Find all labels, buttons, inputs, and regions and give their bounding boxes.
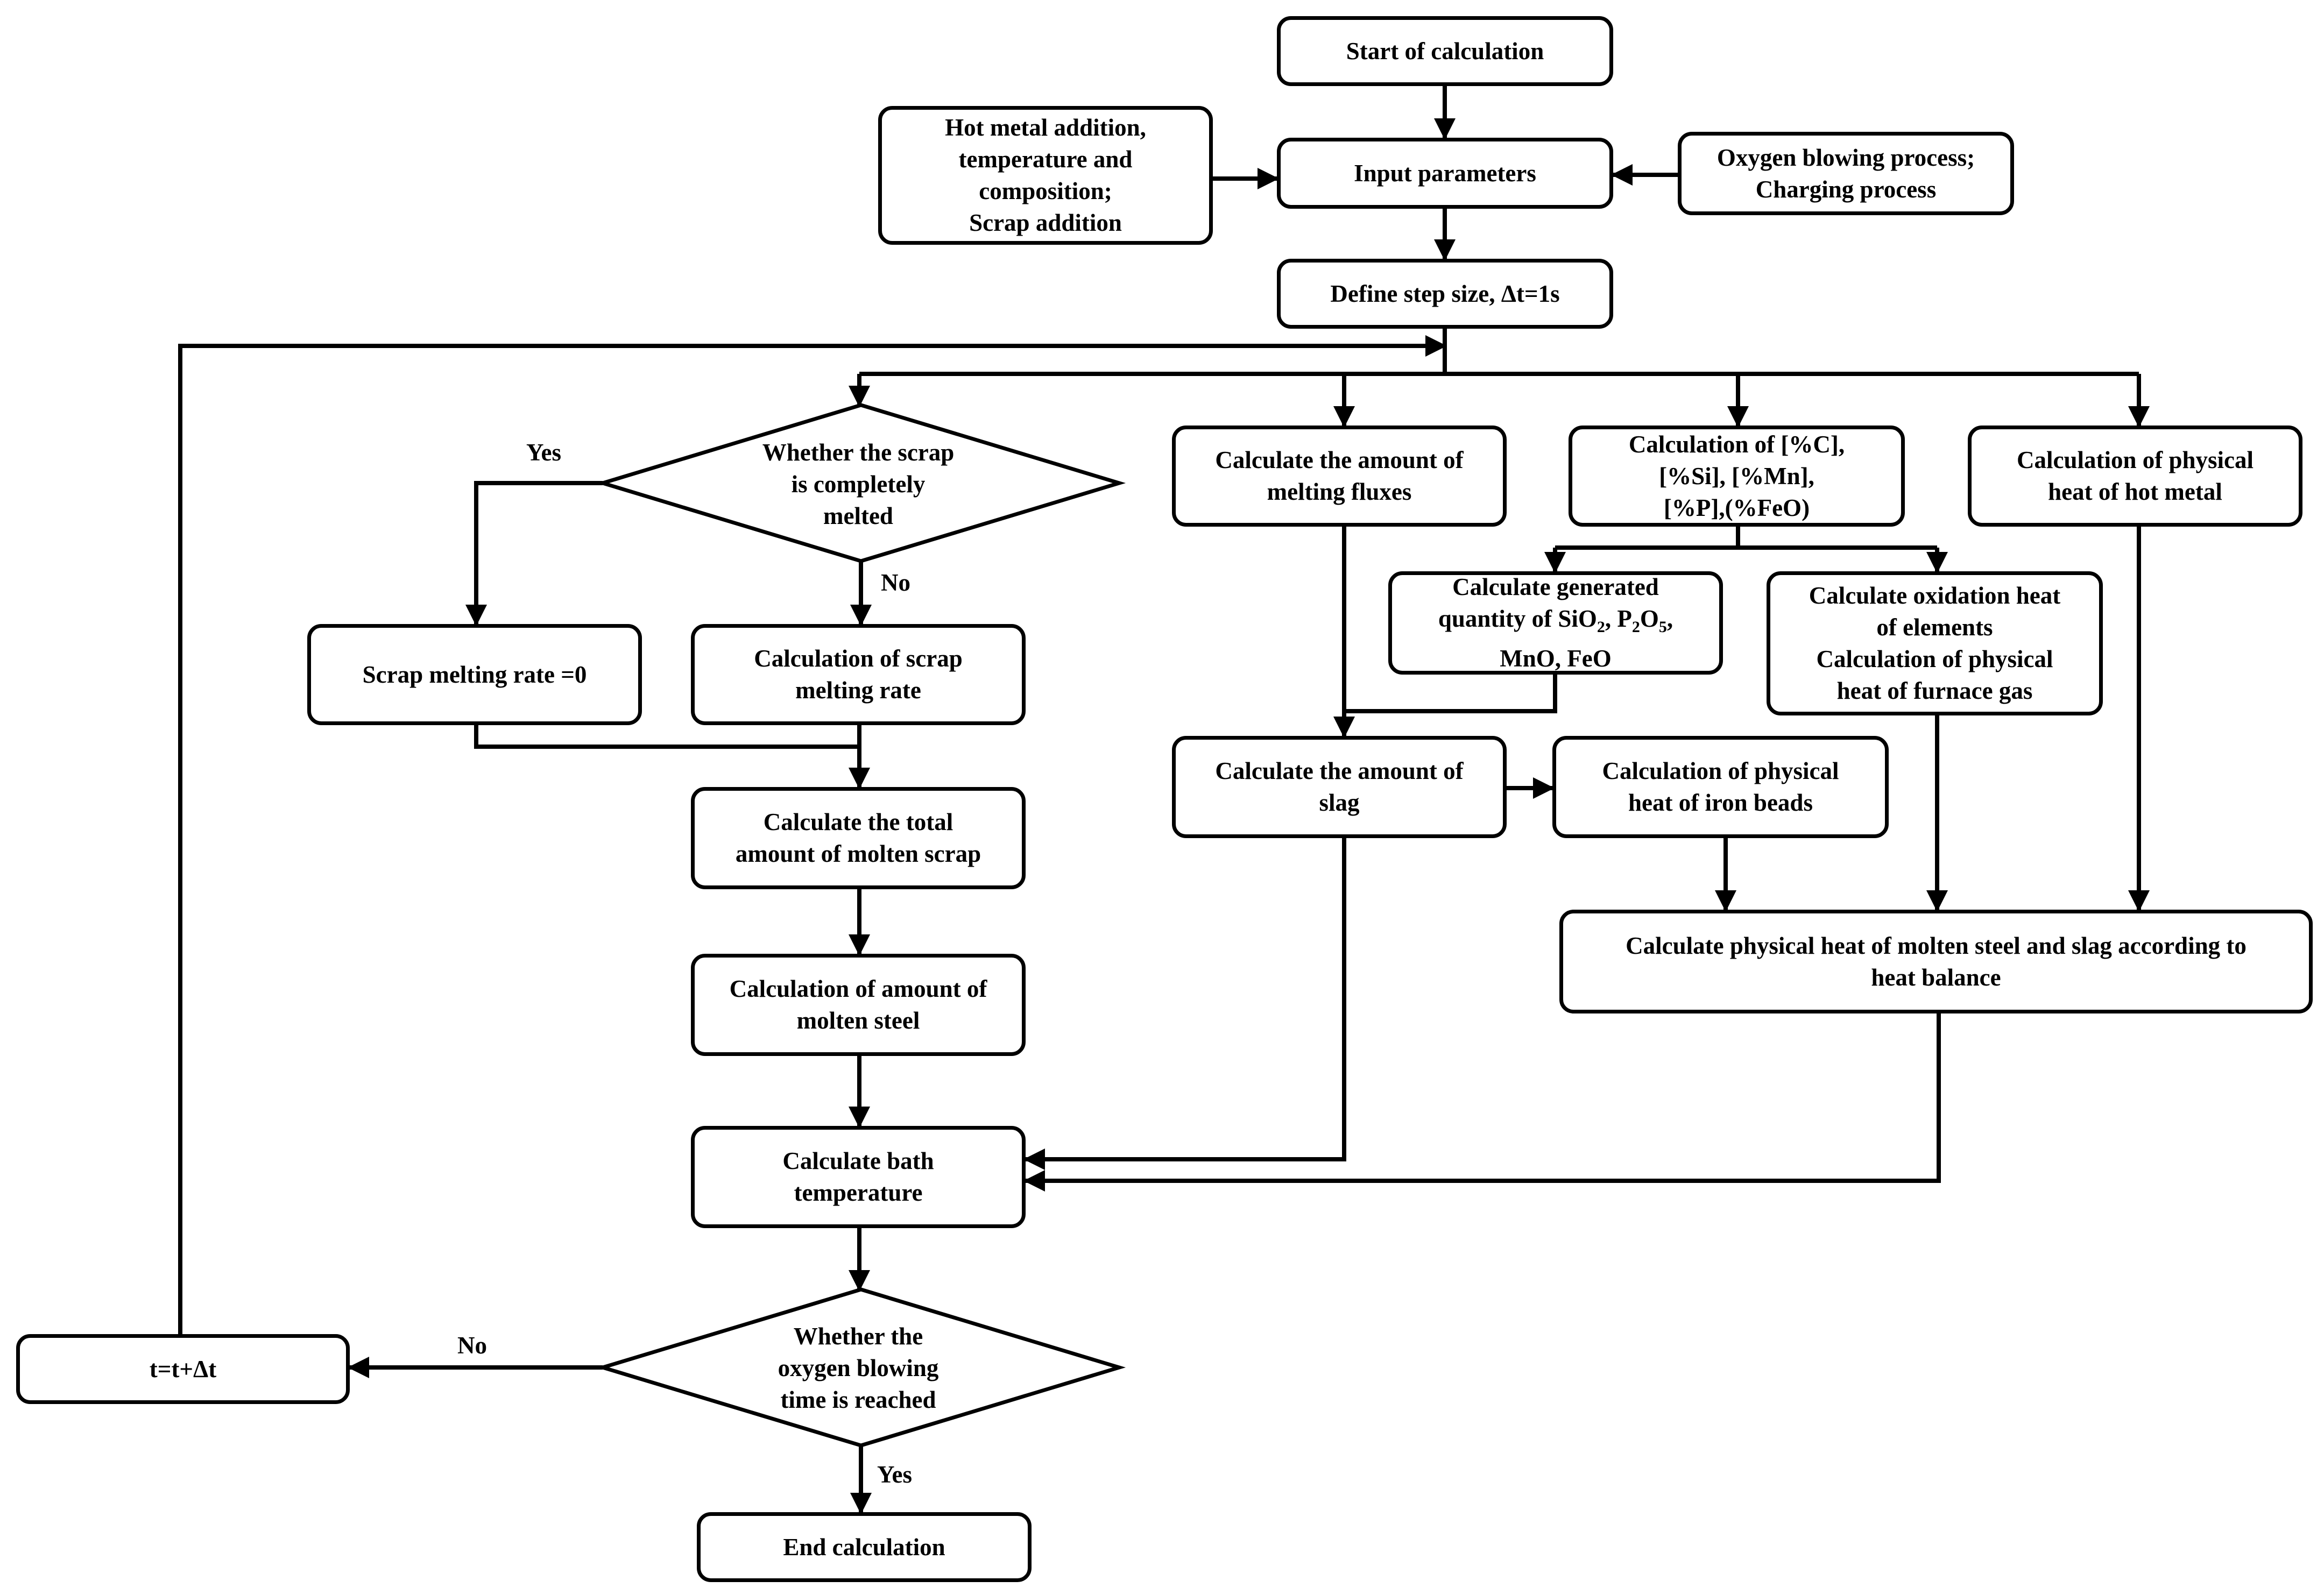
edge-increment-loop: [178, 335, 1447, 1334]
p2o5-subscript-o: 5: [1658, 618, 1667, 636]
generated-quantity-line-2: quantity of SiO2, P2O5,: [1438, 605, 1673, 636]
sio2-subscript: 2: [1597, 618, 1605, 636]
oxygen-blowing-box: Oxygen blowing process;Charging process: [1678, 132, 2014, 215]
generated-quantity-line-3: MnO, FeO: [1500, 645, 1612, 672]
p2o5-oxygen: O: [1640, 605, 1659, 632]
edge-generated-slag: [1344, 675, 1557, 713]
input-parameters-box: Input parameters: [1277, 138, 1613, 209]
start-box: Start of calculation: [1277, 16, 1613, 86]
edge-decision-yes: [465, 481, 603, 626]
edge-balance-bath: [1023, 1013, 1941, 1192]
scrap-no-label: No: [881, 569, 910, 596]
time-yes-label: Yes: [877, 1461, 912, 1488]
step-size-box: Define step size, Δt=1s: [1277, 259, 1613, 329]
time-increment-box: t=t+Δt: [16, 1334, 350, 1404]
edge-zero-merge: [474, 725, 870, 789]
generated-quantity-line-1: Calculate generated: [1452, 573, 1659, 600]
end-box: End calculation: [697, 1512, 1032, 1582]
generated-quantity-box: Calculate generated quantity of SiO2, P2…: [1388, 571, 1723, 675]
heat-balance-box: Calculate physical heat of molten steel …: [1559, 910, 2313, 1013]
p2o5-prefix: , P: [1605, 605, 1632, 632]
edge-slag-bath: [1023, 838, 1346, 1170]
generated-quantity-text: Calculate generated quantity of SiO2, P2…: [1438, 571, 1673, 675]
p2o5-subscript-p: 2: [1631, 618, 1640, 636]
p2o5-separator: ,: [1666, 605, 1673, 632]
scrap-yes-label: Yes: [526, 439, 561, 466]
time-no-label: No: [457, 1332, 487, 1359]
composition-box: Calculation of [%C],[%Si], [%Mn],[%P],(%…: [1569, 426, 1905, 527]
sio2-prefix: quantity of SiO: [1438, 605, 1597, 632]
scrap-melting-rate-zero-box: Scrap melting rate =0: [307, 624, 642, 725]
